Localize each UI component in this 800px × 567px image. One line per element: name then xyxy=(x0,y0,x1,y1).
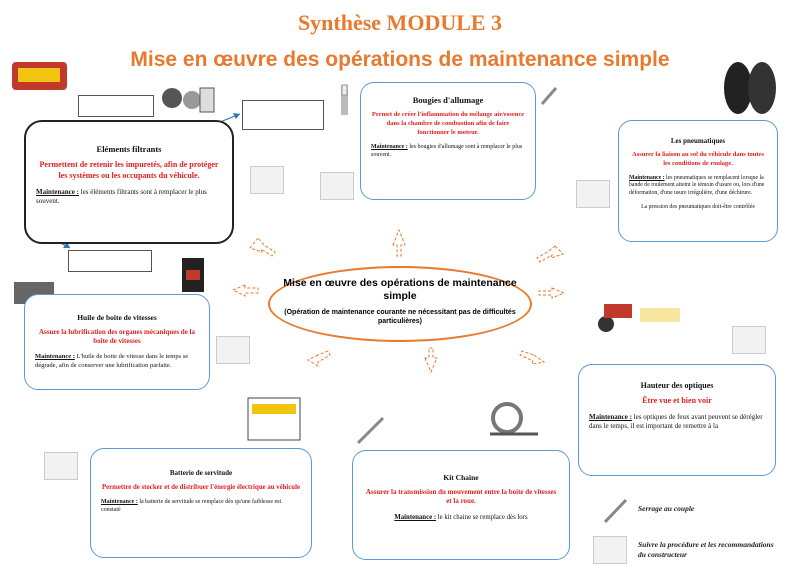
book-icon xyxy=(216,336,250,364)
book-icon xyxy=(576,180,610,208)
dashed-arrows xyxy=(231,228,566,374)
card-role: Assurer la liaison au sol du véhicule da… xyxy=(632,151,764,167)
filters-group-picto xyxy=(162,87,215,113)
legend-torque: Serrage au couple xyxy=(638,504,695,513)
card-batterie: Batterie de servitude Permettre de stock… xyxy=(90,448,312,558)
card-role: Assurer la transmission du mouvement ent… xyxy=(365,488,557,506)
card-role: Permettre de stocker et de distribuer l'… xyxy=(102,484,300,491)
filter-picto xyxy=(12,62,67,90)
spark-plug-picto xyxy=(341,84,348,115)
card-title: Kit Chaine xyxy=(443,473,479,482)
legend-procedure: Suivre la procédure et les recommandatio… xyxy=(638,540,774,559)
card-title: Les pneumatiques xyxy=(670,137,726,145)
card-filtres: Eléments filtrants Permettent de retenir… xyxy=(24,120,234,244)
center-topic: Mise en œuvre des opérations de maintena… xyxy=(268,266,532,342)
card-role: Assure la lubrification des organes méca… xyxy=(38,328,195,346)
card-title: Bougies d'allumage xyxy=(412,95,484,105)
blank-label-box-2 xyxy=(242,100,324,130)
card-chaine: Kit Chaine Assurer la transmission du mo… xyxy=(352,450,570,560)
card-bougies: Bougies d'allumage Permet de créer l'inf… xyxy=(360,82,536,200)
oil-bottle-picto xyxy=(182,258,204,292)
card-title: Batterie de servitude xyxy=(169,469,233,477)
center-subtitle: (Opération de maintenance courante ne né… xyxy=(284,309,516,326)
card-maintenance: Maintenance : les pneumatiques se rempla… xyxy=(629,174,765,197)
card-maintenance: Maintenance : la batterie de servitude s… xyxy=(101,499,282,514)
card-role: Permet de créer l'inflammation du mélang… xyxy=(371,111,525,136)
book-icon xyxy=(320,172,354,200)
card-optiques: Hauteur des optiques Être vue et bien vo… xyxy=(578,364,776,476)
book-icon xyxy=(250,166,284,194)
card-maintenance: Maintenance : les éléments filtrants son… xyxy=(36,187,207,206)
card-maintenance: Maintenance : le kit chaine se remplace … xyxy=(394,513,528,521)
card-maintenance: Maintenance : L'huile de boite de vitess… xyxy=(35,352,189,369)
book-icon xyxy=(732,326,766,354)
card-huile: Huile de boite de vitesses Assure la lub… xyxy=(24,294,210,390)
book-icon xyxy=(593,536,627,564)
card-maintenance: Maintenance : les bougies d'allumage son… xyxy=(371,144,523,159)
card-role: Permettent de retenir les impuretés, afi… xyxy=(39,160,219,180)
book-icon xyxy=(44,452,78,480)
card-maintenance: Maintenance : les optiques de feux avant… xyxy=(589,412,763,431)
headlight-picto xyxy=(592,292,680,336)
card-title: Huile de boite de vitesses xyxy=(77,313,157,322)
battery-picto xyxy=(247,397,301,441)
card-title: Eléments filtrants xyxy=(96,144,162,154)
card-pneus: Les pneumatiques Assurer la liaison au s… xyxy=(618,120,778,242)
blank-label-box-3 xyxy=(68,250,152,272)
card-extra: La pression des pneumatiques doit-être c… xyxy=(641,203,755,210)
tyres-picto xyxy=(724,62,776,114)
center-title: Mise en œuvre des opérations de maintena… xyxy=(283,277,517,303)
card-role: Être vue et bien voir xyxy=(642,396,712,405)
blank-label-box-1 xyxy=(78,95,154,117)
page-title: Synthèse MODULE 3 xyxy=(297,10,503,35)
card-title: Hauteur des optiques xyxy=(640,381,714,390)
chain-kit-picto xyxy=(490,402,538,436)
page-subtitle: Mise en œuvre des opérations de maintena… xyxy=(130,48,670,71)
